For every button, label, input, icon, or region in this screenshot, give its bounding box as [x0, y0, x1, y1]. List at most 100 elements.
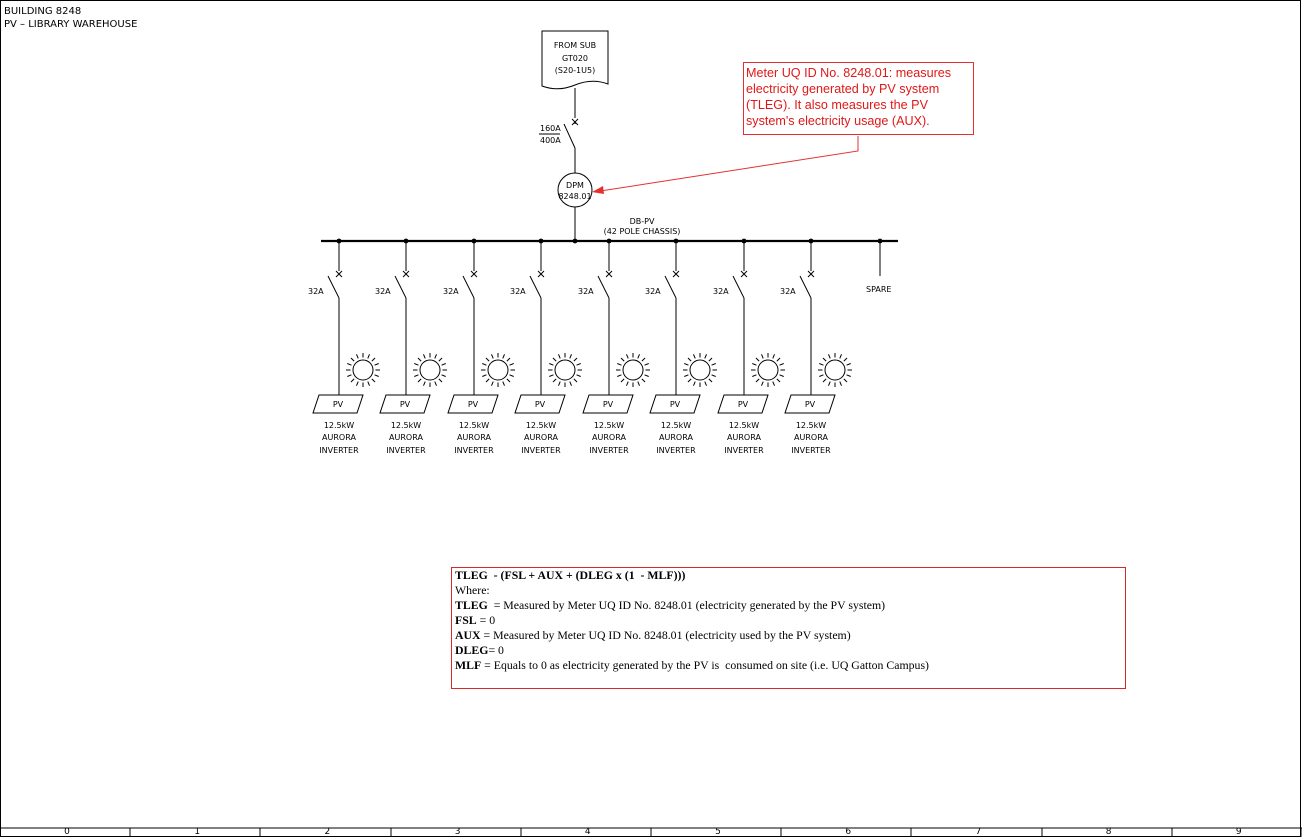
pv-module [717, 394, 769, 414]
meter-callout-text: Meter UQ ID No. 8248.01: measures electr… [746, 66, 952, 128]
pv-label: PV [670, 400, 681, 409]
breaker-blade [327, 275, 340, 299]
inverter-rating: 12.5kW [594, 421, 624, 430]
formula-term: DLEG [455, 643, 489, 657]
sun-icon [346, 353, 380, 387]
formula-term-text: = 0 [488, 643, 504, 657]
formula-definition: FSL = 0 [455, 613, 1122, 628]
inverter-rating: 12.5kW [526, 421, 556, 430]
main-breaker-blade [563, 123, 576, 149]
formula-box: TLEG - (FSL + AUX + (DLEG x (1 - MLF))) … [451, 567, 1126, 689]
inverter-model: AURORA [322, 433, 356, 442]
breaker-x-b [672, 270, 680, 278]
breaker-rating: 32A [510, 287, 526, 296]
pv-label: PV [805, 400, 816, 409]
breaker-rating: 32A [780, 287, 796, 296]
inverter-model: AURORA [389, 433, 423, 442]
pv-module [649, 394, 701, 414]
inverter-model: AURORA [524, 433, 558, 442]
sun-icon [481, 353, 515, 387]
ruler-label: 6 [845, 827, 851, 837]
inverter-type: INVERTER [589, 446, 629, 455]
spare-label: SPARE [866, 285, 891, 294]
inverter-model: AURORA [592, 433, 626, 442]
breaker-rating: 32A [443, 287, 459, 296]
formula-definition: TLEG = Measured by Meter UQ ID No. 8248.… [455, 598, 1122, 613]
inverter-model: AURORA [727, 433, 761, 442]
breaker-rating: 32A [645, 287, 661, 296]
circuit-5: 32A PV 12.5kW AURORA INVERTER [578, 238, 650, 455]
formula-term-text: = Measured by Meter UQ ID No. 8248.01 (e… [487, 598, 886, 612]
meter-line2: 8248.01 [558, 192, 591, 201]
main-breaker-trip: 160A [540, 124, 561, 133]
pv-module [312, 394, 364, 414]
pv-module [784, 394, 836, 414]
ruler-label: 8 [1106, 827, 1112, 837]
ruler-label: 9 [1236, 827, 1242, 837]
formula-equation: TLEG - (FSL + AUX + (DLEG x (1 - MLF))) [455, 568, 686, 582]
meter-line1: DPM [566, 181, 584, 190]
pv-module [514, 394, 566, 414]
formula-where: Where: [455, 583, 490, 597]
breaker-blade [529, 275, 542, 299]
breaker-blade [462, 275, 475, 299]
ruler-label: 1 [194, 827, 200, 837]
inverter-model: AURORA [794, 433, 828, 442]
breaker-x-b [402, 270, 410, 278]
breaker-x-b [335, 270, 343, 278]
source-box [541, 30, 609, 90]
pv-label: PV [333, 400, 344, 409]
pv-module [447, 394, 499, 414]
meter-symbol [557, 172, 593, 208]
title-building: BUILDING 8248 [4, 6, 81, 17]
formula-term-text: = Measured by Meter UQ ID No. 8248.01 (e… [480, 628, 851, 642]
inverter-type: INVERTER [319, 446, 359, 455]
formula-definition: DLEG= 0 [455, 643, 1122, 658]
breaker-blade [597, 275, 610, 299]
breaker-blade [799, 275, 812, 299]
inverter-rating: 12.5kW [729, 421, 759, 430]
inverter-type: INVERTER [724, 446, 764, 455]
inverter-type: INVERTER [521, 446, 561, 455]
breaker-blade [664, 275, 677, 299]
inverter-type: INVERTER [656, 446, 696, 455]
source-line2: GT020 [562, 54, 588, 63]
breaker-rating: 32A [578, 287, 594, 296]
source-line3: (S20-1U5) [555, 66, 595, 75]
breaker-blade [394, 275, 407, 299]
title-project: PV – LIBRARY WAREHOUSE [4, 19, 137, 30]
meter-callout: Meter UQ ID No. 8248.01: measures electr… [743, 62, 974, 135]
main-breaker-frame: 400A [540, 136, 561, 145]
breaker-rating: 32A [375, 287, 391, 296]
breaker-blade [732, 275, 745, 299]
inverter-rating: 12.5kW [391, 421, 421, 430]
sun-icon [616, 353, 650, 387]
inverter-rating: 12.5kW [459, 421, 489, 430]
inverter-type: INVERTER [791, 446, 831, 455]
formula-definitions: TLEG = Measured by Meter UQ ID No. 8248.… [455, 598, 1122, 673]
sun-icon [751, 353, 785, 387]
ruler-label: 3 [455, 827, 461, 837]
ruler-label: 4 [585, 827, 591, 837]
ruler-label: 7 [976, 827, 982, 837]
source-line1: FROM SUB [554, 41, 596, 50]
inverter-rating: 12.5kW [324, 421, 354, 430]
callout-leader [593, 136, 859, 193]
inverter-model: AURORA [457, 433, 491, 442]
board-name: DB-PV [630, 217, 655, 226]
breaker-rating: 32A [713, 287, 729, 296]
pv-label: PV [603, 400, 614, 409]
pv-label: PV [400, 400, 411, 409]
breaker-x-b [740, 270, 748, 278]
sun-icon [413, 353, 447, 387]
ruler-label: 0 [64, 827, 70, 837]
ruler-label: 5 [715, 827, 721, 837]
pv-module [379, 394, 431, 414]
inverter-type: INVERTER [454, 446, 494, 455]
